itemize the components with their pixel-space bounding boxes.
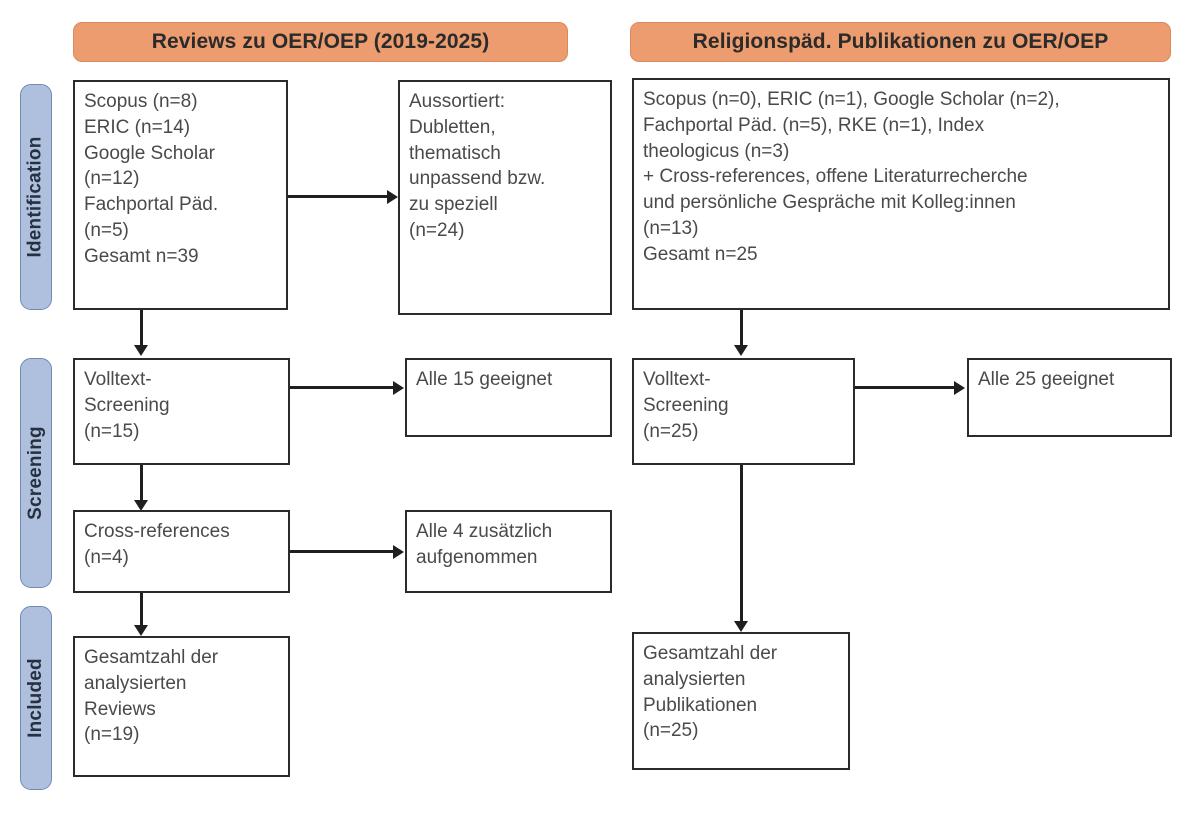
box-line: Fachportal Päd. <box>84 194 219 216</box>
box-line: Volltext- <box>84 369 152 390</box>
box-line: Gesamt n=39 <box>84 245 199 267</box>
connector-right-identification-to-fulltext <box>740 310 743 346</box>
box-line: (n=25) <box>643 420 699 442</box>
arrowhead-left-fulltext-to-crossrefs <box>134 500 148 511</box>
connector-left-crossrefs-to-included <box>140 593 143 626</box>
box-left-excluded: Aussortiert: Dubletten, thematisch unpas… <box>398 80 612 315</box>
box-line: Dubletten, <box>409 116 496 138</box>
stage-pill-screening: Screening <box>20 358 52 588</box>
box-line: Alle 4 zusätzlich <box>416 521 553 542</box>
box-line: Gesamtzahl der <box>643 643 778 664</box>
box-line: Alle 25 geeignet <box>978 369 1115 390</box>
connector-right-fulltext-to-eligible <box>855 386 955 389</box>
stage-pill-included-label: Included <box>25 658 46 738</box>
connector-left-identification-to-excluded <box>288 195 388 198</box>
arrowhead-left-fulltext-to-eligible <box>393 380 404 395</box>
box-right-eligible: Alle 25 geeignet <box>967 358 1172 437</box>
box-line: (n=4) <box>84 546 129 568</box>
arrowhead-left-identification-to-excluded <box>387 189 398 204</box>
box-left-fulltext-screening: Volltext- Screening (n=15) <box>73 358 290 465</box>
box-line: analysierten <box>84 672 187 694</box>
box-line: (n=25) <box>643 720 699 742</box>
box-line: Gesamtzahl der <box>84 647 219 668</box>
box-line: (n=12) <box>84 168 140 190</box>
arrowhead-right-fulltext-to-included <box>734 621 748 632</box>
box-left-crossreferences-added: Alle 4 zusätzlich aufgenommen <box>405 510 612 593</box>
column-header-left-label: Reviews zu OER/OEP (2019-2025) <box>151 30 490 53</box>
box-line: Google Scholar <box>84 142 215 164</box>
box-line: ERIC (n=14) <box>84 116 191 138</box>
box-line: (n=13) <box>643 218 699 240</box>
box-line: Cross-references <box>84 521 230 542</box>
box-line: und persönliche Gespräche mit Kolleg:inn… <box>643 192 1016 214</box>
box-line: Scopus (n=0), ERIC (n=1), Google Scholar… <box>643 89 1060 110</box>
box-line: Reviews <box>84 698 156 720</box>
box-line: Screening <box>84 394 170 416</box>
box-line: Publikationen <box>643 694 758 716</box>
box-line: unpassend bzw. <box>409 168 546 190</box>
box-left-included-total: Gesamtzahl der analysierten Reviews (n=1… <box>73 636 290 777</box>
arrowhead-right-identification-to-fulltext <box>734 345 748 356</box>
box-left-crossreferences: Cross-references (n=4) <box>73 510 290 593</box>
box-line: + Cross-references, offene Literaturrech… <box>643 166 1028 188</box>
box-right-fulltext-screening: Volltext- Screening (n=25) <box>632 358 855 465</box>
box-line: (n=5) <box>84 220 129 242</box>
connector-left-fulltext-to-crossrefs <box>140 465 143 501</box>
box-right-included-total: Gesamtzahl der analysierten Publikatione… <box>632 632 850 770</box>
stage-pill-included: Included <box>20 606 52 790</box>
box-line: analysierten <box>643 668 746 690</box>
box-line: theologicus (n=3) <box>643 140 790 162</box>
box-line: Volltext- <box>643 369 711 390</box>
box-line: Fachportal Päd. (n=5), RKE (n=1), Index <box>643 114 985 136</box>
box-line: Screening <box>643 394 729 416</box>
box-left-identification: Scopus (n=8) ERIC (n=14) Google Scholar … <box>73 80 288 310</box>
box-line: (n=15) <box>84 420 140 442</box>
arrowhead-right-fulltext-to-eligible <box>954 380 965 395</box>
connector-left-fulltext-to-eligible <box>290 386 394 389</box>
stage-pill-identification-label: Identification <box>25 136 46 258</box>
connector-left-identification-to-fulltext <box>140 310 143 346</box>
stage-pill-screening-label: Screening <box>25 426 47 520</box>
box-line: Alle 15 geeignet <box>416 369 553 390</box>
box-left-eligible: Alle 15 geeignet <box>405 358 612 437</box>
column-header-right: Religionspäd. Publikationen zu OER/OEP <box>630 22 1171 62</box>
stage-pill-identification: Identification <box>20 84 52 310</box>
arrowhead-left-crossrefs-to-included <box>134 625 148 636</box>
box-line: Scopus (n=8) <box>84 91 198 112</box>
column-header-right-label: Religionspäd. Publikationen zu OER/OEP <box>692 30 1109 53</box>
arrowhead-left-identification-to-fulltext <box>134 345 148 356</box>
box-line: zu speziell <box>409 194 498 216</box>
box-line: thematisch <box>409 142 501 164</box>
arrowhead-left-crossrefs-to-added <box>393 544 404 559</box>
box-line: (n=19) <box>84 724 140 746</box>
box-line: aufgenommen <box>416 546 538 568</box>
column-header-left: Reviews zu OER/OEP (2019-2025) <box>73 22 568 62</box>
box-line: Gesamt n=25 <box>643 243 758 265</box>
box-right-identification: Scopus (n=0), ERIC (n=1), Google Scholar… <box>632 78 1170 310</box>
connector-left-crossrefs-to-added <box>290 550 394 553</box>
box-line: Aussortiert: <box>409 91 506 112</box>
box-line: (n=24) <box>409 220 465 242</box>
connector-right-fulltext-to-included <box>740 465 743 622</box>
